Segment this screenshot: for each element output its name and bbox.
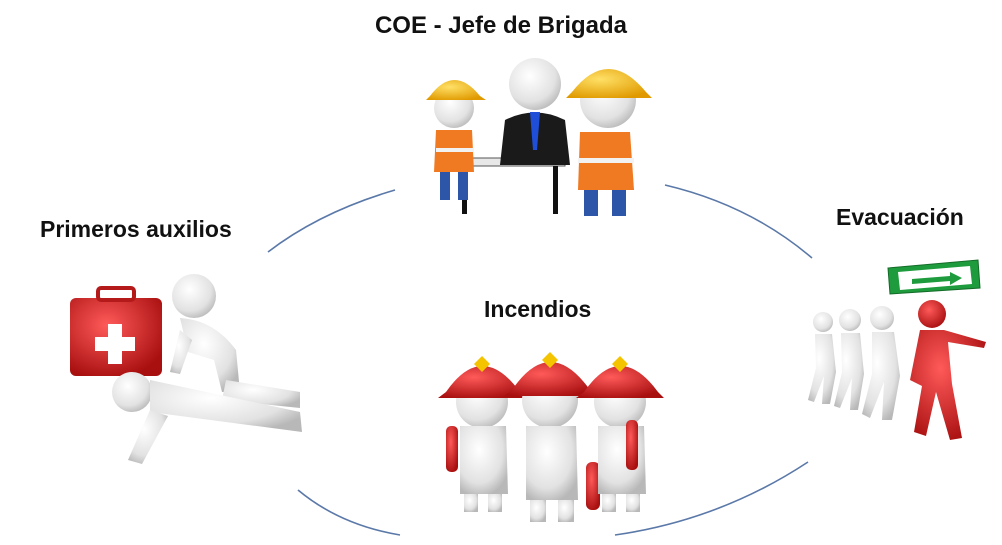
node-label-incendios: Incendios <box>484 296 592 322</box>
cycle-ring <box>267 184 813 536</box>
node-label-evacuacion: Evacuación <box>836 204 964 230</box>
ring-arc-top-left <box>267 189 396 253</box>
node-label-primeros-auxilios: Primeros auxilios <box>40 216 232 242</box>
evacuation-icon <box>808 259 986 440</box>
firefighters-icon <box>438 352 664 522</box>
first-aid-icon <box>70 274 302 464</box>
meeting-icon <box>426 58 652 216</box>
ring-arc-bottom-right <box>614 461 809 536</box>
ring-arc-top-right <box>664 184 813 259</box>
ring-arc-bottom-left <box>297 489 401 536</box>
node-label-coe: COE - Jefe de Brigada <box>374 12 628 39</box>
